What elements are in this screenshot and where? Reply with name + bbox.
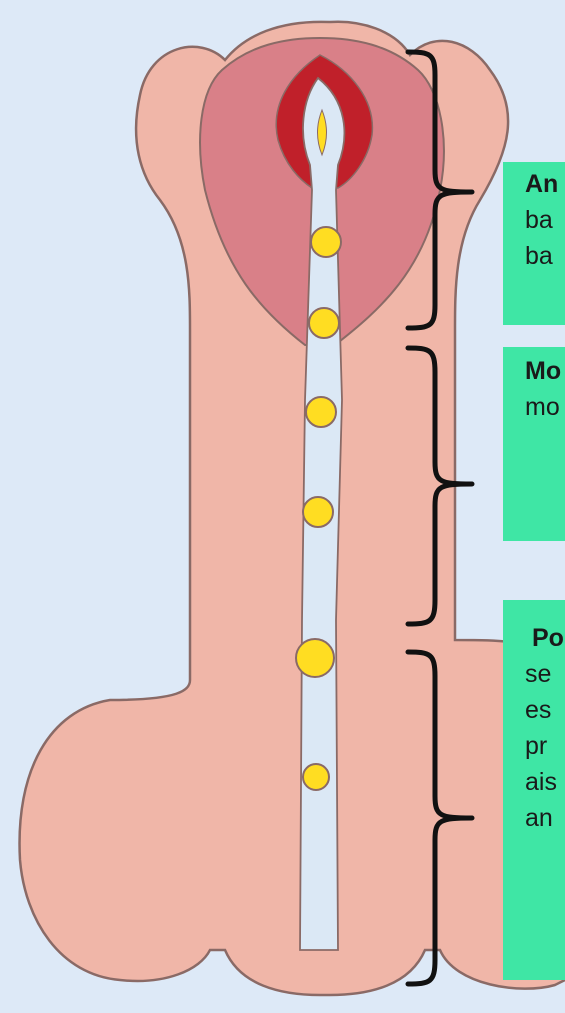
label-posterior-line-2: es [525,692,565,728]
gland-dot-1 [311,227,341,257]
gland-dot-6 [303,764,329,790]
label-posterior-line-3: pr [525,728,565,764]
label-posterior-line-4: ais [525,764,565,800]
label-anterior-line-1: ba [525,202,565,238]
label-box-posterior: Po se es pr ais an [503,600,565,980]
label-middle-title: Mo [525,353,565,389]
label-anterior-line-2: ba [525,238,565,274]
label-box-anterior: An ba ba [503,162,565,325]
gland-dot-3 [306,397,336,427]
label-posterior-line-1: se [525,656,565,692]
label-box-middle: Mo mo [503,347,565,541]
gland-dot-2 [309,308,339,338]
label-middle-line-1: mo [525,389,565,425]
label-anterior-title: An [525,166,565,202]
gland-dot-5 [296,639,334,677]
label-posterior-line-5: an [525,800,565,836]
gland-dot-4 [303,497,333,527]
label-posterior-title: Po [525,620,565,656]
